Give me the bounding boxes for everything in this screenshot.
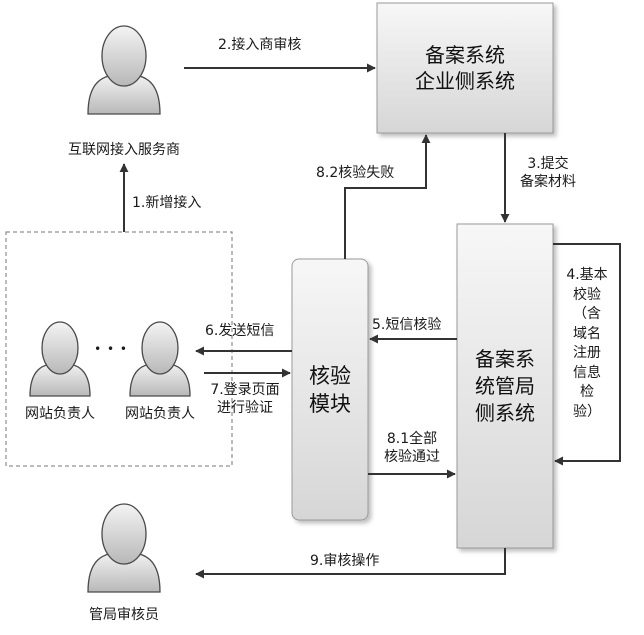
site-owner-person-icon: [29, 321, 91, 397]
step6-label: 6.发送短信: [205, 323, 275, 339]
step7-label: 7.登录页面 进行验证: [210, 382, 280, 416]
enterprise-system-label: 备案系统 企业侧系统: [415, 43, 515, 93]
site-owner-label: 网站负责人: [125, 406, 195, 422]
step1-label: 1.新增接入: [132, 195, 202, 211]
arrow-step4: [553, 243, 621, 466]
isp-label: 互联网接入服务商: [68, 142, 180, 158]
step82-label: 8.2核验失败: [316, 165, 395, 181]
step4-label: 4.基本 校验 （含 域名 注册 信息 检 验）: [566, 267, 608, 420]
isp-person-icon: [87, 25, 161, 115]
auditor-person-icon: [87, 503, 161, 593]
site-owner-label: 网站负责人: [25, 406, 95, 422]
ellipsis-label: • • •: [94, 342, 128, 356]
auditor-label: 管局审核员: [89, 607, 159, 623]
verify-module-label: 核验 模块: [309, 363, 351, 416]
verify-module-box: [291, 258, 369, 521]
step3-label: 3.提交 备案材料: [520, 156, 576, 190]
step9-label: 9.审核操作: [310, 553, 380, 569]
step2-label: 2.接入商审核: [218, 37, 302, 53]
enterprise-system-box: [376, 2, 554, 134]
step81-label: 8.1全部 核验通过: [384, 431, 440, 465]
arrow-step82: [344, 134, 431, 259]
arrow-step9: [195, 548, 506, 579]
bureau-system-label: 备案系 统管局 侧系统: [475, 346, 535, 425]
site-owner-group: [5, 231, 233, 467]
site-owner-person-icon: [129, 321, 191, 397]
bureau-system-box: [456, 223, 554, 549]
step5-label: 5.短信核验: [372, 317, 442, 333]
